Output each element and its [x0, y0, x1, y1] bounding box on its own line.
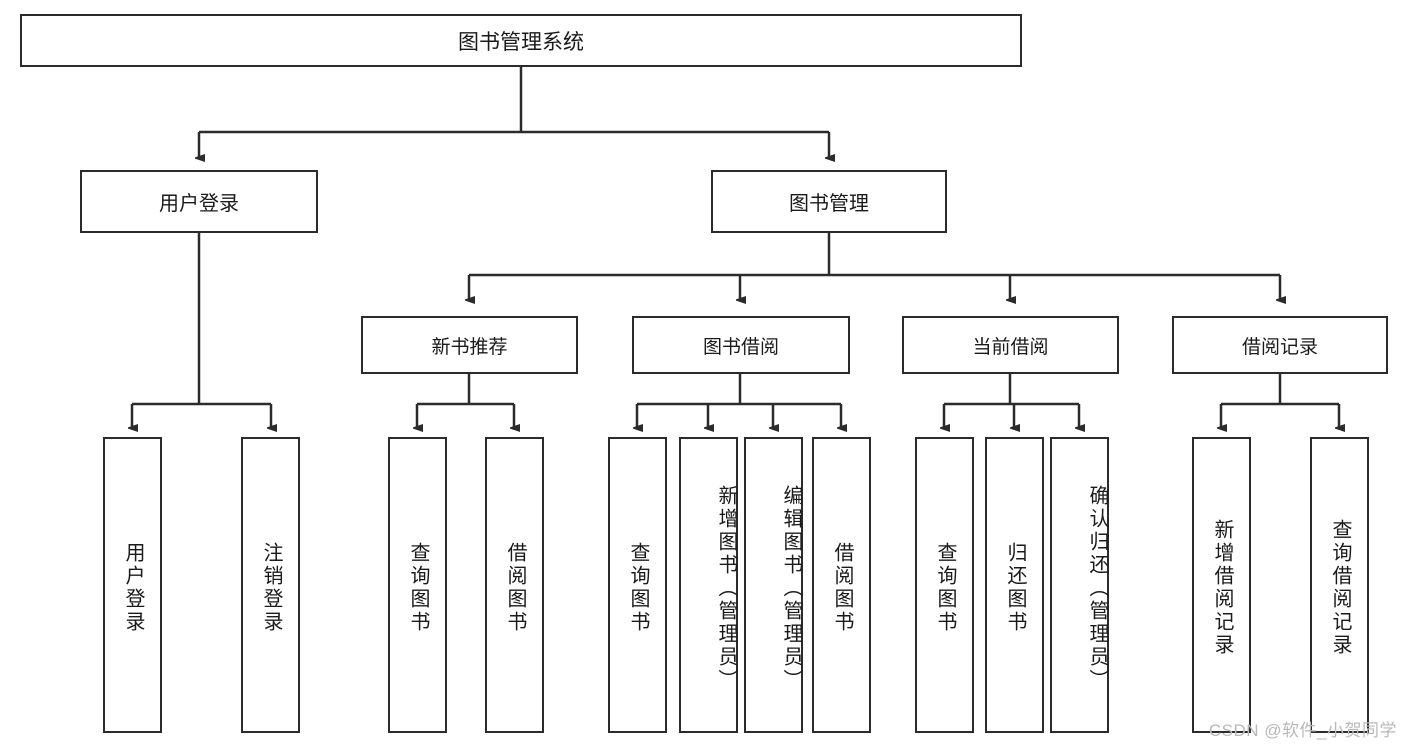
node-user-login[interactable]: 用户登录	[80, 170, 318, 233]
node-label: 新增图书（管理员）	[715, 484, 737, 692]
node-new-book-recommend[interactable]: 新书推荐	[361, 316, 578, 374]
node-label: 注销登录	[260, 542, 282, 634]
node-label: 新增借阅记录	[1211, 519, 1233, 657]
leaf-user-login-logout[interactable]: 注销登录	[241, 437, 300, 733]
node-label: 编辑图书（管理员）	[780, 484, 802, 692]
leaf-record-query-record[interactable]: 查询借阅记录	[1310, 437, 1369, 733]
node-label: 确认归还（管理员）	[1086, 484, 1108, 692]
node-label: 查询图书	[934, 542, 956, 634]
leaf-recommend-query-book[interactable]: 查询图书	[388, 437, 447, 733]
leaf-borrow-add-book-admin[interactable]: 新增图书（管理员）	[679, 437, 738, 733]
watermark: CSDN @软件_小贺同学	[1208, 721, 1397, 740]
node-borrow-record[interactable]: 借阅记录	[1172, 316, 1388, 374]
leaf-user-login-login[interactable]: 用户登录	[103, 437, 162, 733]
leaf-recommend-borrow-book[interactable]: 借阅图书	[485, 437, 544, 733]
node-label: 用户登录	[122, 542, 144, 634]
leaf-borrow-borrow-book[interactable]: 借阅图书	[812, 437, 871, 733]
node-label: 借阅图书	[831, 542, 853, 634]
node-label: 新书推荐	[431, 336, 508, 358]
node-label: 查询图书	[407, 542, 429, 634]
leaf-borrow-query-book[interactable]: 查询图书	[608, 437, 667, 733]
node-label: 查询图书	[627, 542, 649, 634]
leaf-borrow-edit-book-admin[interactable]: 编辑图书（管理员）	[744, 437, 803, 733]
leaf-current-query-book[interactable]: 查询图书	[915, 437, 974, 733]
node-label: 借阅图书	[504, 542, 526, 634]
node-label: 借阅记录	[1241, 336, 1318, 358]
node-label: 图书管理	[789, 193, 869, 215]
node-root-system[interactable]: 图书管理系统	[20, 14, 1022, 67]
leaf-record-add-record[interactable]: 新增借阅记录	[1192, 437, 1251, 733]
node-book-borrow[interactable]: 图书借阅	[632, 316, 850, 374]
leaf-current-return-book[interactable]: 归还图书	[985, 437, 1044, 733]
node-label: 查询借阅记录	[1329, 519, 1351, 657]
node-book-management[interactable]: 图书管理	[711, 170, 947, 233]
node-label: 归还图书	[1004, 542, 1026, 634]
node-label: 用户登录	[159, 193, 239, 215]
node-label: 当前借阅	[972, 336, 1049, 358]
node-current-borrow[interactable]: 当前借阅	[902, 316, 1119, 374]
node-label: 图书管理系统	[458, 30, 584, 54]
node-label: 图书借阅	[702, 336, 779, 358]
leaf-current-confirm-return-admin[interactable]: 确认归还（管理员）	[1050, 437, 1109, 733]
